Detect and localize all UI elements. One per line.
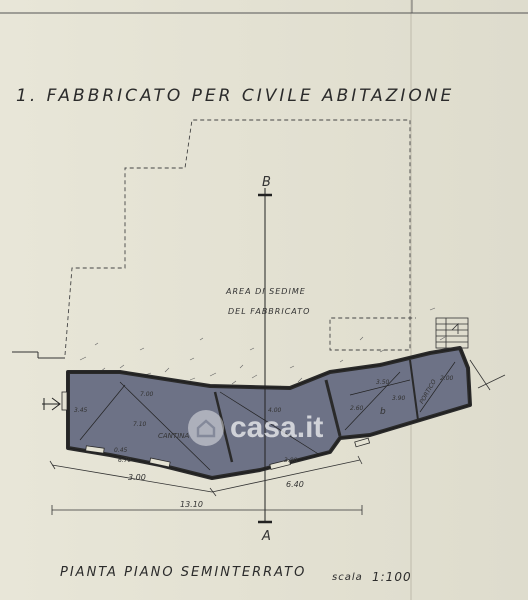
dim-right-segment: 6.40	[286, 480, 304, 489]
dim-inner-b: 3.80	[284, 457, 298, 464]
dim-right-b: 3.90	[392, 395, 406, 402]
section-label-bottom: A	[261, 529, 271, 544]
site-outline	[64, 119, 416, 356]
watermark-text: casa.it	[230, 411, 324, 444]
dim-total: 13.10	[180, 500, 203, 509]
dim-small-a: 3.45	[74, 407, 88, 414]
dim-inner-a: 6.70	[118, 457, 132, 464]
entrance-arrow	[42, 397, 61, 411]
dim-inner-d: 4.00	[268, 407, 282, 414]
scale-label: scala	[332, 572, 363, 583]
dim-left-segment: 3.00	[128, 473, 146, 482]
house-logo-icon	[188, 410, 224, 446]
dimension-lines	[49, 455, 363, 515]
sheet-title: 1. FABBRICATO PER CIVILE ABITAZIONE	[16, 86, 455, 106]
room-label-cantina: CANTINA	[158, 432, 189, 440]
dim-small-b: 0.45	[114, 447, 128, 454]
watermark: casa.it	[188, 410, 323, 446]
scale-value: 1:100	[372, 570, 412, 584]
dim-right-c: 2.60	[350, 405, 364, 412]
staircase	[435, 317, 506, 391]
sheet-subtitle: PIANTA PIANO SEMINTERRATO	[60, 565, 307, 580]
area-label-line2: DEL FABBRICATO	[228, 307, 310, 316]
building-plan	[61, 346, 472, 480]
dim-inner-c: 7.00	[140, 391, 154, 398]
area-label-line1: AREA DI SEDIME	[225, 287, 306, 296]
dim-right-a: 3.50	[376, 379, 390, 386]
section-label-top: B	[262, 175, 271, 190]
dim-right-d: 2.00	[440, 375, 454, 382]
dim-diag: 7.10	[133, 421, 147, 428]
sheet-fold-line	[410, 0, 412, 600]
room-label-b: b	[380, 407, 386, 417]
